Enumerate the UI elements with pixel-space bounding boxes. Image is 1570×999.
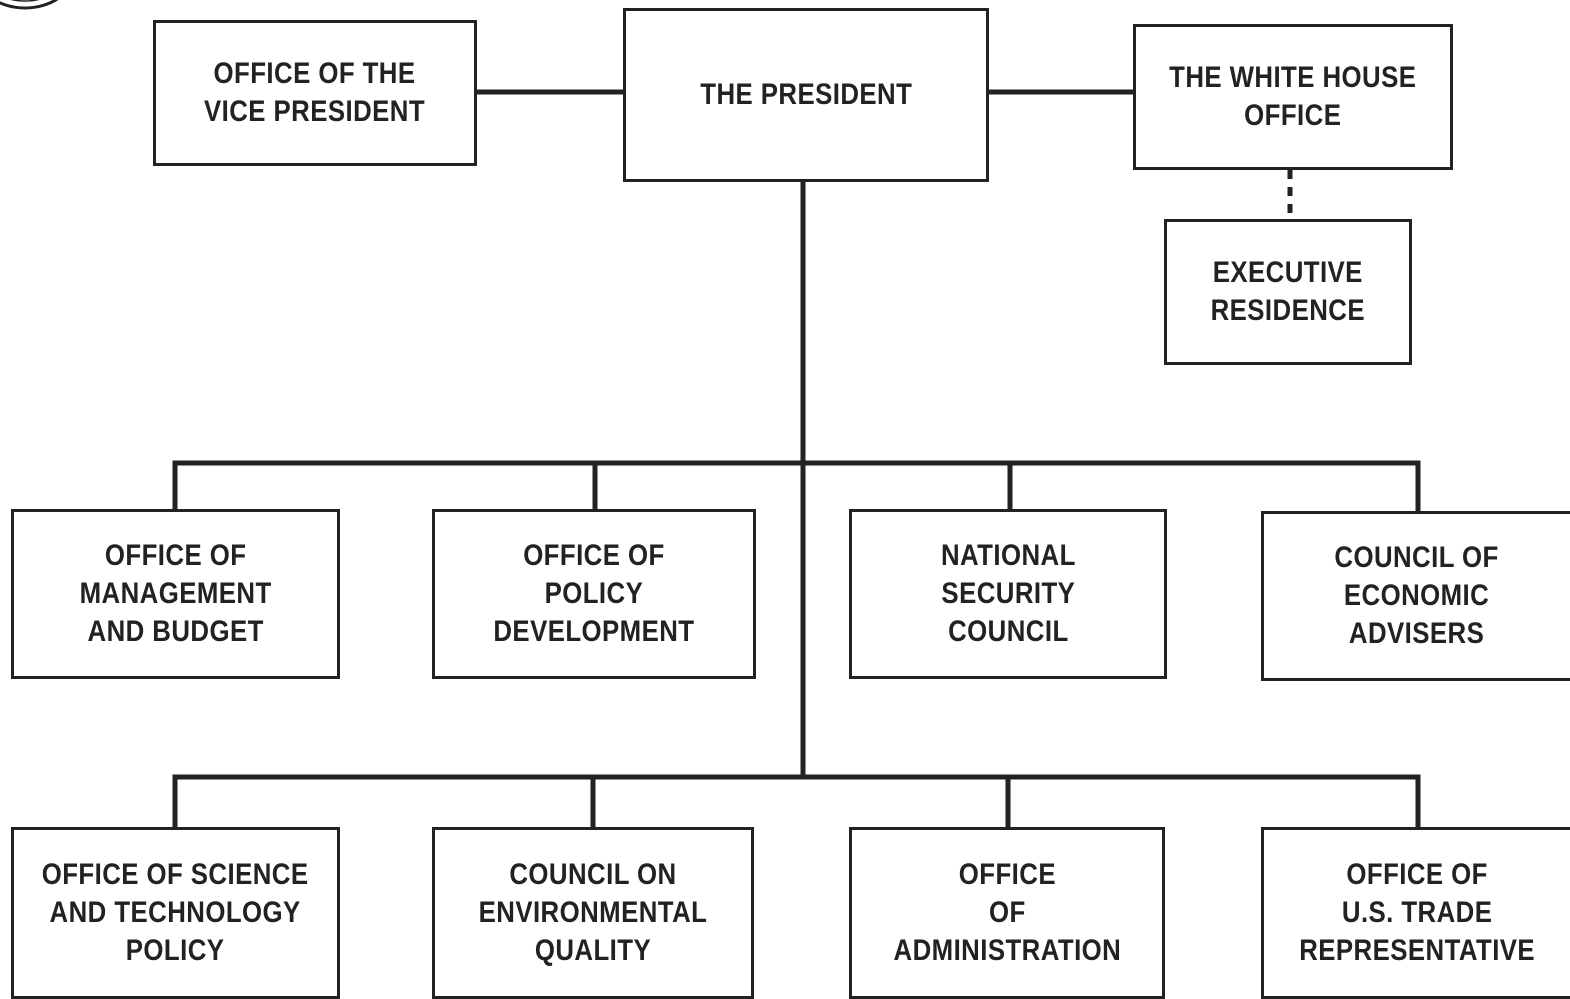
- node-label: OFFICE OF U.S. TRADE REPRESENTATIVE: [1299, 858, 1535, 967]
- node-label: THE PRESIDENT: [699, 78, 913, 111]
- node-omb: OFFICE OF MANAGEMENT AND BUDGET: [11, 509, 340, 679]
- node-vice-president: OFFICE OF THE VICE PRESIDENT: [153, 20, 477, 166]
- node-ustr: OFFICE OF U.S. TRADE REPRESENTATIVE: [1261, 827, 1570, 999]
- node-label: THE WHITE HOUSE OFFICE: [1169, 61, 1417, 132]
- node-cea: COUNCIL OF ECONOMIC ADVISERS: [1261, 511, 1570, 681]
- node-label: OFFICE OF SCIENCE AND TECHNOLOGY POLICY: [42, 858, 309, 967]
- node-president: THE PRESIDENT: [623, 8, 989, 182]
- node-white-house-office: THE WHITE HOUSE OFFICE: [1133, 24, 1453, 170]
- seal-icon: [0, 0, 59, 10]
- node-label: COUNCIL OF ECONOMIC ADVISERS: [1334, 541, 1500, 650]
- node-ostp: OFFICE OF SCIENCE AND TECHNOLOGY POLICY: [11, 827, 340, 999]
- node-label: EXECUTIVE RESIDENCE: [1210, 256, 1366, 327]
- node-label: COUNCIL ON ENVIRONMENTAL QUALITY: [478, 858, 708, 967]
- node-label: OFFICE OF THE VICE PRESIDENT: [204, 57, 426, 128]
- node-ceq: COUNCIL ON ENVIRONMENTAL QUALITY: [432, 827, 754, 999]
- node-nsc: NATIONAL SECURITY COUNCIL: [849, 509, 1167, 679]
- node-label: OFFICE OF ADMINISTRATION: [893, 858, 1121, 967]
- node-label: NATIONAL SECURITY COUNCIL: [940, 539, 1076, 648]
- node-oa: OFFICE OF ADMINISTRATION: [849, 827, 1165, 999]
- node-executive-residence: EXECUTIVE RESIDENCE: [1164, 219, 1412, 365]
- node-opd: OFFICE OF POLICY DEVELOPMENT: [432, 509, 756, 679]
- node-label: OFFICE OF POLICY DEVELOPMENT: [493, 539, 695, 648]
- node-label: OFFICE OF MANAGEMENT AND BUDGET: [79, 539, 272, 648]
